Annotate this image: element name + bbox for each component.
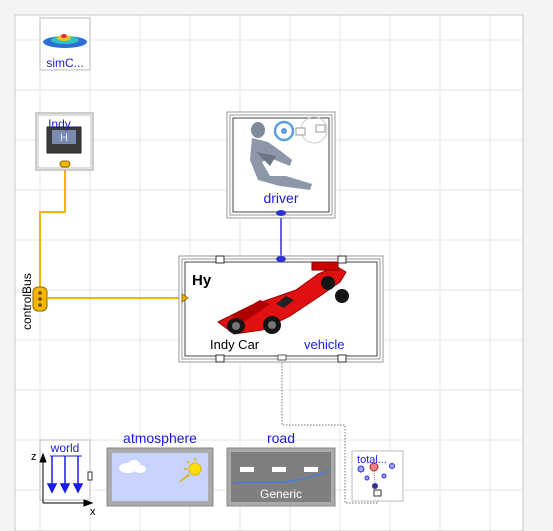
road-lane-icon	[232, 467, 331, 484]
vehicle-bus-port[interactable]	[181, 293, 189, 303]
vehicle-title: Hy	[192, 272, 212, 289]
vehicle-model-text: Indy Car	[210, 337, 260, 352]
controller-bus-port[interactable]	[59, 160, 71, 168]
road-label: road	[267, 430, 295, 446]
driver-label: driver	[263, 190, 298, 206]
atmosphere-label: atmosphere	[123, 430, 197, 446]
mass-points-icon	[357, 462, 395, 489]
driver-component[interactable]: driver	[226, 111, 336, 219]
indy-controller-component[interactable]: H Indy...	[35, 112, 94, 171]
sim-control-component[interactable]: simC...	[39, 17, 91, 71]
total-component[interactable]: total...	[351, 450, 404, 502]
axis-x-label: x	[90, 506, 96, 518]
atmosphere-component[interactable]: atmosphere	[106, 430, 214, 507]
vehicle-component[interactable]: Hy Indy Car vehicle	[178, 255, 384, 363]
world-frame-port[interactable]	[87, 471, 93, 481]
axis-z-label: z	[31, 451, 37, 463]
driver-figure-icon	[250, 122, 312, 190]
steering-wheel-icon	[273, 116, 328, 144]
world-axes-icon	[39, 452, 94, 507]
total-frame-port[interactable]	[373, 489, 382, 497]
vehicle-wheel-flange-ports[interactable]	[215, 255, 347, 363]
controller-icon-text: H	[60, 132, 68, 144]
vehicle-name-label: vehicle	[304, 337, 344, 352]
sim-control-label: simC...	[46, 56, 83, 70]
race-car-icon	[217, 261, 349, 335]
vehicle-chassis-port[interactable]	[277, 354, 287, 361]
road-surface-text: Generic	[260, 487, 302, 501]
vehicle-driver-port[interactable]	[276, 256, 286, 262]
world-component[interactable]: world z x	[31, 439, 96, 518]
surface-plot-icon	[43, 34, 87, 48]
cloud-icon	[119, 460, 146, 473]
sun-icon	[179, 458, 202, 483]
world-label: world	[50, 441, 80, 455]
road-component[interactable]: road Generic	[226, 430, 336, 507]
control-bus-label: controlBus	[20, 273, 34, 330]
gravity-arrows-icon	[46, 455, 84, 494]
indy-controller-label: Indy...	[48, 117, 80, 131]
connection-controller-to-bus[interactable]	[39, 165, 66, 290]
total-label: total...	[357, 454, 387, 466]
control-bus-component[interactable]: controlBus	[20, 273, 48, 330]
driver-port[interactable]	[276, 210, 286, 216]
